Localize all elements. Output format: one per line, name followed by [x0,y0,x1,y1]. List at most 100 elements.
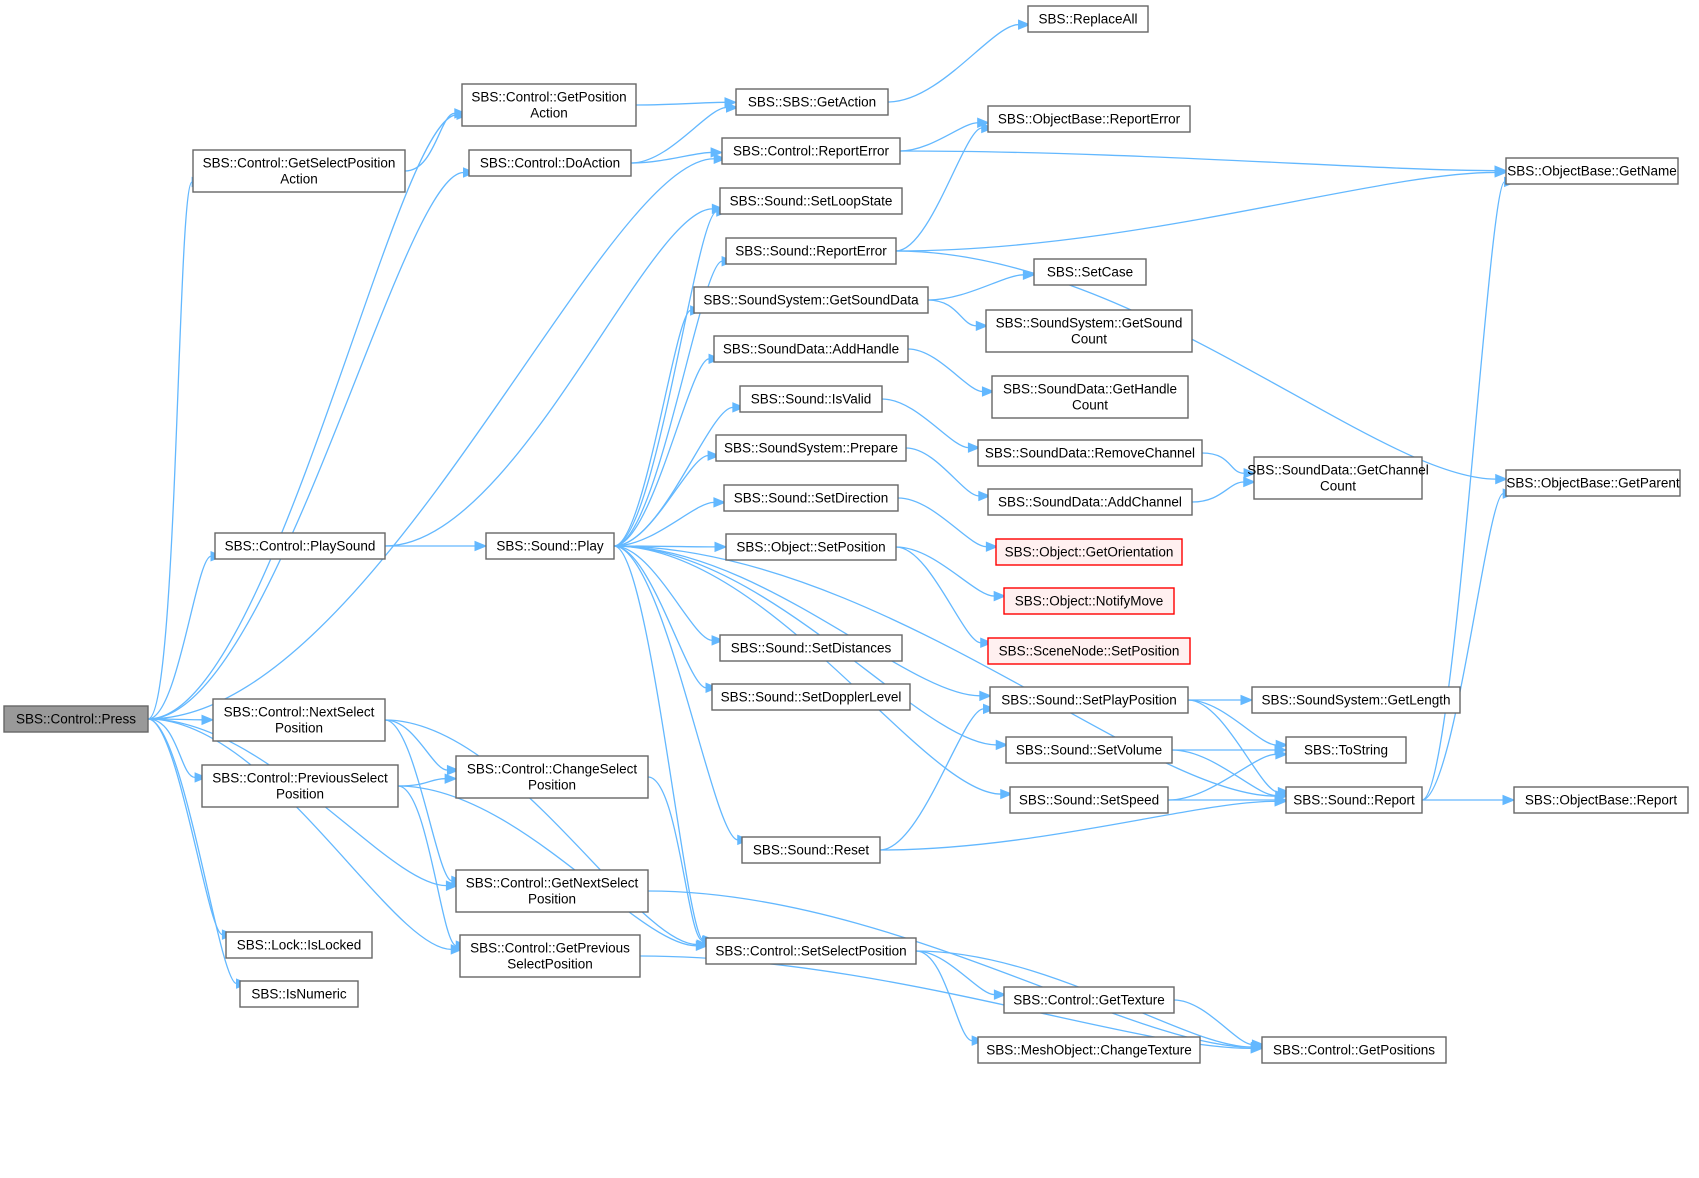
node-notifymove[interactable]: SBS::Object::NotifyMove [1003,587,1175,615]
edge-press-to-islocked [147,718,235,940]
node-label: SBS::Sound::SetDirection [734,491,889,506]
edge-objsetposition-to-notifymove [895,546,1007,602]
node-objbasereport[interactable]: SBS::ObjectBase::Report [1513,786,1689,814]
node-getorientation[interactable]: SBS::Object::GetOrientation [995,538,1183,566]
node-removechannel[interactable]: SBS::SoundData::RemoveChannel [977,439,1203,467]
edge-line [879,800,1276,851]
edge-line [1173,999,1253,1046]
node-addchannel[interactable]: SBS::SoundData::AddChannel [987,488,1193,516]
node-setspeed[interactable]: SBS::Sound::SetSpeed [1009,786,1169,814]
node-tostring[interactable]: SBS::ToString [1285,736,1407,764]
edge-arrowhead [454,108,468,119]
node-setdoppler[interactable]: SBS::Sound::SetDopplerLevel [711,683,911,711]
node-isvalid[interactable]: SBS::Sound::IsValid [739,385,883,413]
node-label: SBS::Object::SetPosition [736,540,885,555]
node-getlength[interactable]: SBS::SoundSystem::GetLength [1251,686,1461,714]
node-getparent[interactable]: SBS::ObjectBase::GetParent [1505,469,1681,497]
edge-press-to-getselposact [147,176,205,720]
node-getpositions[interactable]: SBS::Control::GetPositions [1261,1036,1447,1064]
node-label: SBS::SoundData::GetHandle [1003,382,1177,397]
node-isnumeric[interactable]: SBS::IsNumeric [239,980,359,1008]
node-box [1027,5,1149,33]
node-setdistances[interactable]: SBS::Sound::SetDistances [719,634,903,662]
node-soundreport[interactable]: SBS::Sound::Report [1285,786,1423,814]
node-label: SBS::SoundSystem::GetLength [1261,693,1450,708]
node-doaction[interactable]: SBS::Control::DoAction [468,149,632,177]
node-setselpos[interactable]: SBS::Control::SetSelectPosition [705,937,917,965]
node-setplaypos[interactable]: SBS::Sound::SetPlayPosition [989,686,1189,714]
edge-soundplay-to-setdirection [613,497,727,547]
edge-line [384,208,713,547]
edge-line [613,406,733,547]
edge-arrowhead [981,386,995,397]
node-getsounddata[interactable]: SBS::SoundSystem::GetSoundData [693,286,929,314]
node-setvolume[interactable]: SBS::Sound::SetVolume [1005,736,1173,764]
node-box [719,187,903,215]
node-sbsgetaction[interactable]: SBS::SBS::GetAction [735,88,889,116]
edge-setplaypos-to-soundreport [1187,699,1291,798]
edge-arrowhead [980,637,994,649]
node-box [1003,986,1175,1014]
edge-soundreport-to-getparent [1421,488,1516,801]
node-replaceall[interactable]: SBS::ReplaceAll [1027,5,1149,33]
node-objbasereporterror[interactable]: SBS::ObjectBase::ReportError [987,105,1191,133]
node-gettexture[interactable]: SBS::Control::GetTexture [1003,986,1175,1014]
edge-soundreport-to-objbasereport [1422,794,1516,806]
node-soundreset[interactable]: SBS::Sound::Reset [741,836,881,864]
edge-arrowhead [985,541,999,552]
edge-line [397,785,457,947]
edge-line [147,158,715,720]
node-changetexture[interactable]: SBS::MeshObject::ChangeTexture [977,1036,1201,1064]
node-setcase[interactable]: SBS::SetCase [1033,258,1147,286]
edge-line [384,719,453,882]
edge-setvolume-to-tostring [1172,744,1288,756]
node-label: SBS::SoundSystem::GetSoundData [703,293,919,308]
node-addhandle[interactable]: SBS::SoundData::AddHandle [713,335,909,363]
node-soundreporterror[interactable]: SBS::Sound::ReportError [725,237,897,265]
edge-arrowhead [1240,694,1254,706]
edge-line [147,718,237,985]
node-soundplay[interactable]: SBS::Sound::Play [485,532,615,560]
edge-arrowhead [995,739,1009,751]
node-islocked[interactable]: SBS::Lock::IsLocked [225,931,373,959]
node-label: SBS::Object::GetOrientation [1005,545,1174,560]
node-setloopstate[interactable]: SBS::Sound::SetLoopState [719,187,903,215]
node-box [201,764,399,808]
node-objsetposition[interactable]: SBS::Object::SetPosition [725,533,897,561]
node-press[interactable]: SBS::Control::Press [3,705,149,733]
node-label: SBS::Sound::Report [1293,793,1415,808]
edge-line [895,250,1496,480]
node-getname[interactable]: SBS::ObjectBase::GetName [1505,157,1679,185]
node-box [459,934,641,978]
edge-line [630,151,712,164]
node-label: SBS::SoundData::AddChannel [998,495,1182,510]
node-label: SBS::Control::GetPrevious [470,941,630,956]
edge-soundreset-to-setplaypos [879,703,996,851]
edge-line [613,260,723,547]
node-scenenodesetpos[interactable]: SBS::SceneNode::SetPosition [987,637,1191,665]
edge-arrowhead [201,714,215,726]
node-label: Position [275,721,323,736]
node-label: SBS::ObjectBase::ReportError [998,112,1181,127]
edge-line [881,398,969,449]
edge-line [147,718,196,779]
node-label: SBS::SoundData::GetChannel [1247,463,1429,478]
node-playsound[interactable]: SBS::Control::PlaySound [214,532,386,560]
node-ctrlreporterror[interactable]: SBS::Control::ReportError [721,137,901,165]
node-setdirection[interactable]: SBS::Sound::SetDirection [723,484,899,512]
node-label: SBS::SetCase [1047,265,1133,280]
edge-line [613,210,718,547]
node-prepare[interactable]: SBS::SoundSystem::Prepare [715,434,907,462]
edge-arrowhead [967,442,981,453]
edge-arrowhead [975,320,989,332]
